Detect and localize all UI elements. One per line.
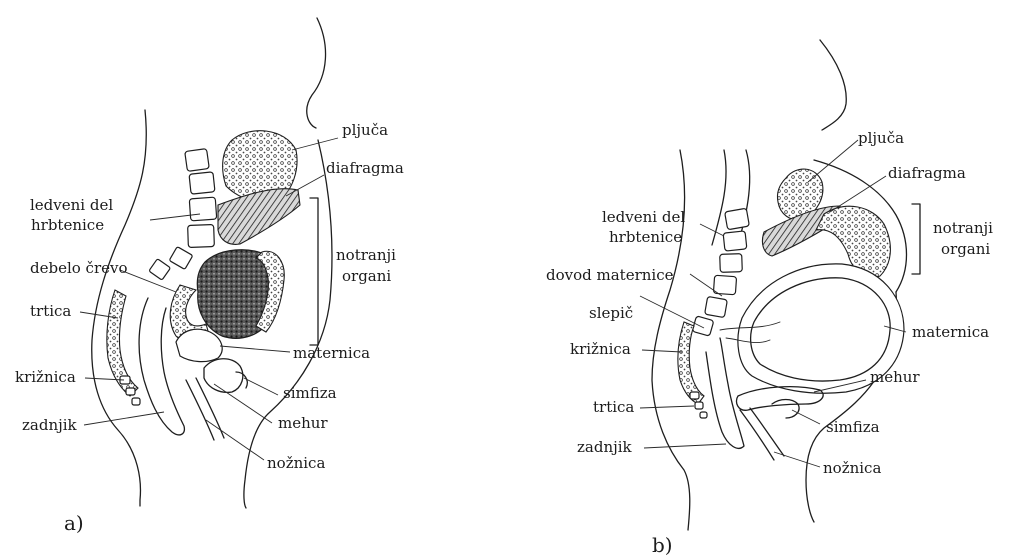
label-b-ledveni-2: hrbtenice [609, 228, 682, 246]
label-a-debelo-crevo: debelo črevo [30, 259, 128, 277]
label-b-noznica: nožnica [823, 459, 881, 477]
label-a-notranji-2: organi [342, 267, 391, 285]
panel-b-rectum [706, 338, 744, 448]
panel-b-sacrum [678, 322, 707, 418]
label-b-kriznica: križnica [570, 340, 631, 358]
label-b-trtica: trtica [593, 398, 634, 416]
label-b-simfiza: simfiza [826, 418, 880, 436]
panel-b-vagina [740, 408, 784, 460]
label-a-kriznica: križnica [15, 368, 76, 386]
label-a-zadnjik: zadnjik [22, 416, 78, 434]
label-b-pljuca: pljuča [858, 129, 904, 147]
label-a-ledveni-1: ledveni del [30, 196, 113, 214]
panel-b: pljuča diafragma ledveni del hrbtenice n… [546, 40, 993, 556]
label-a-noznica: nožnica [267, 454, 325, 472]
panel-a-diaphragm [218, 189, 300, 245]
label-a-simfiza: simfiza [283, 384, 337, 402]
caption-b: b) [652, 533, 673, 556]
label-a-ledveni-2: hrbtenice [31, 216, 104, 234]
panel-a-bladder [204, 359, 243, 393]
label-b-maternica: maternica [912, 323, 989, 341]
label-b-notranji-2: organi [941, 240, 990, 258]
panel-a-uterus [176, 329, 222, 361]
label-a-diafragma: diafragma [326, 159, 404, 177]
label-a-trtica: trtica [30, 302, 71, 320]
label-a-maternica: maternica [293, 344, 370, 362]
label-b-notranji-1: notranji [933, 219, 993, 237]
label-a-notranji-1: notranji [336, 246, 396, 264]
label-b-dovod-maternice: dovod maternice [546, 266, 674, 284]
label-a-mehur: mehur [278, 414, 328, 432]
label-b-ledveni-1: ledveni del [602, 208, 685, 226]
label-a-pljuca: pljuča [342, 121, 388, 139]
caption-a: a) [64, 511, 84, 535]
label-b-zadnjik: zadnjik [577, 438, 633, 456]
panel-a-sacrum [107, 290, 140, 405]
panel-a: pljuča diafragma ledveni del hrbtenice n… [15, 18, 404, 535]
panel-a-bracket [310, 198, 318, 345]
label-b-mehur: mehur [870, 368, 920, 386]
label-b-slepic: slepič [589, 304, 633, 322]
label-b-diafragma: diafragma [888, 164, 966, 182]
panel-b-spine [692, 208, 749, 336]
panel-b-bracket [912, 204, 920, 274]
